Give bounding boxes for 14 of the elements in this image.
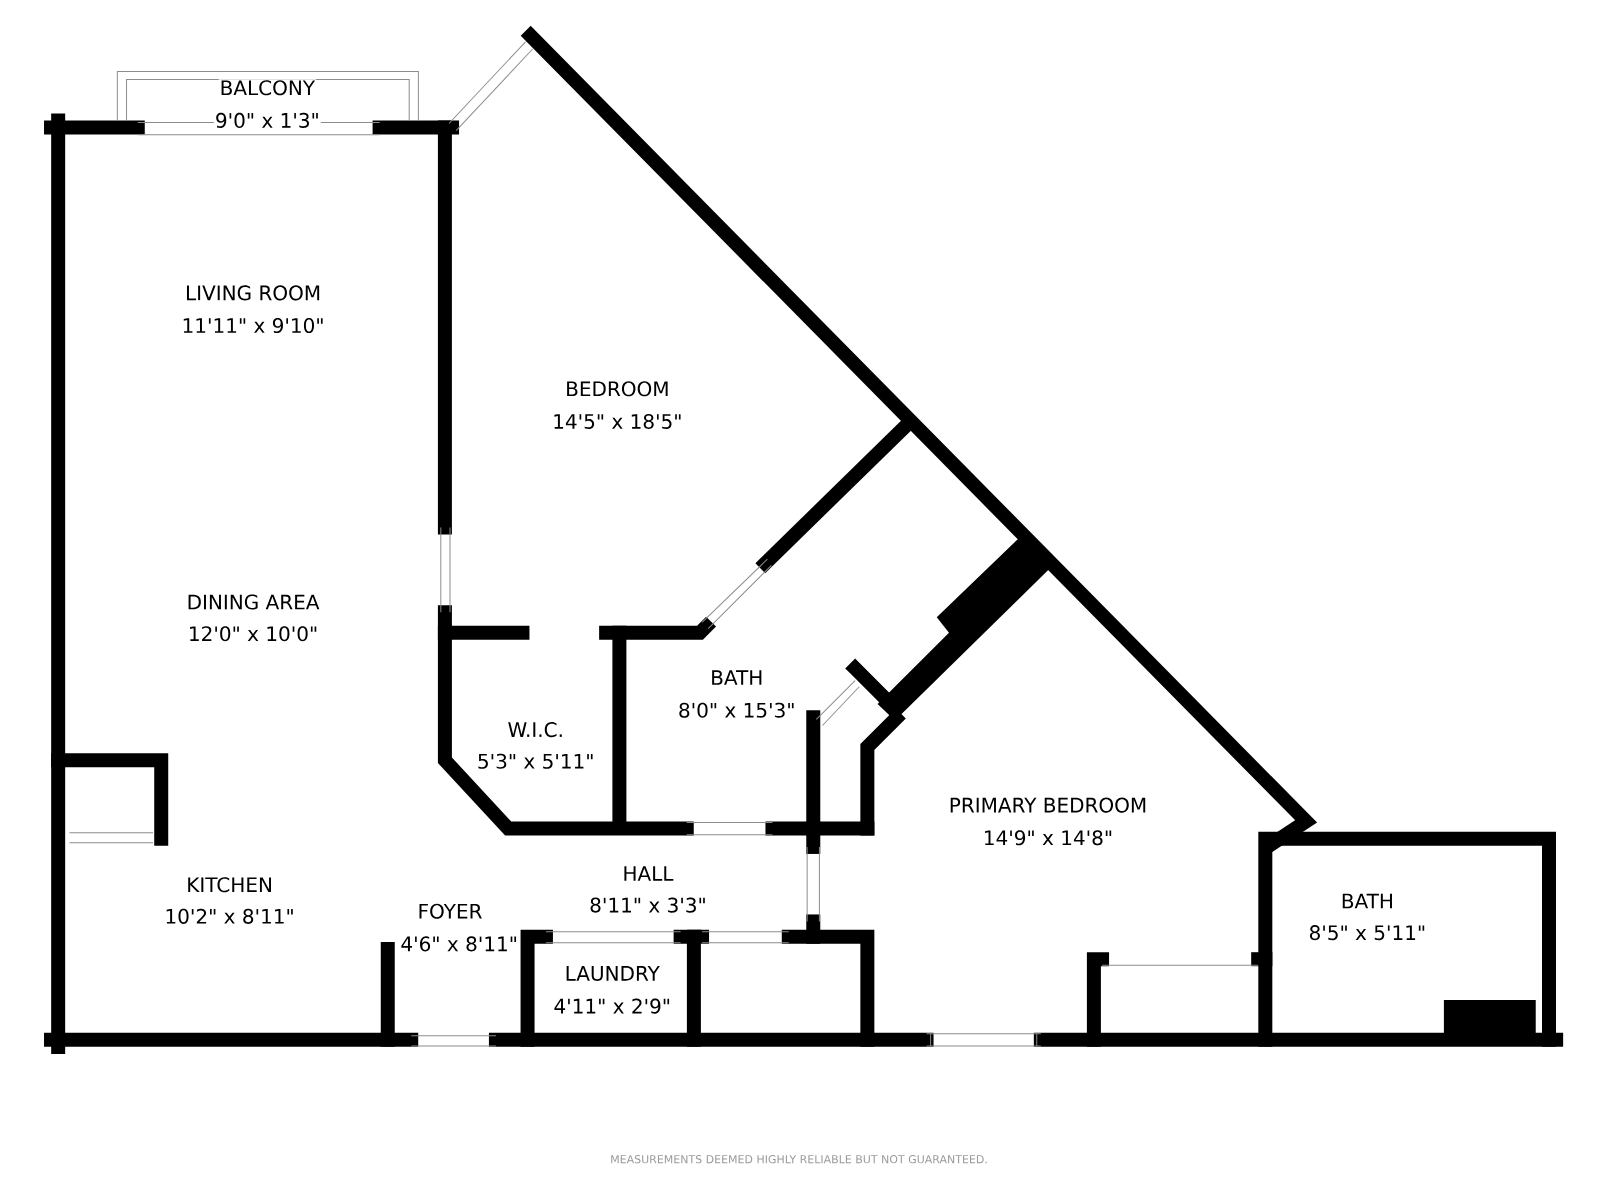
room-dimensions: 4'6" x 8'11" xyxy=(399,935,519,953)
room-name: BATH xyxy=(709,669,765,686)
room-name: DINING AREA xyxy=(185,593,321,611)
room-dimensions: 12'0" x 10'0" xyxy=(186,625,320,643)
room-dimensions: 14'9" x 14'8" xyxy=(981,829,1115,847)
room-name: LAUNDRY xyxy=(563,965,661,982)
room-name: W.I.C. xyxy=(506,721,565,739)
room-name: LIVING ROOM xyxy=(184,284,323,302)
room-name: BALCONY xyxy=(218,79,317,97)
room-name: BEDROOM xyxy=(564,380,671,398)
room-name: HALL xyxy=(621,865,675,882)
room-name: KITCHEN xyxy=(185,876,274,894)
disclaimer-note: MEASUREMENTS DEEMED HIGHLY RELIABLE BUT NOT GUARANTEED. xyxy=(611,1155,987,1164)
room-dimensions: 8'5" x 5'11" xyxy=(1307,924,1428,942)
